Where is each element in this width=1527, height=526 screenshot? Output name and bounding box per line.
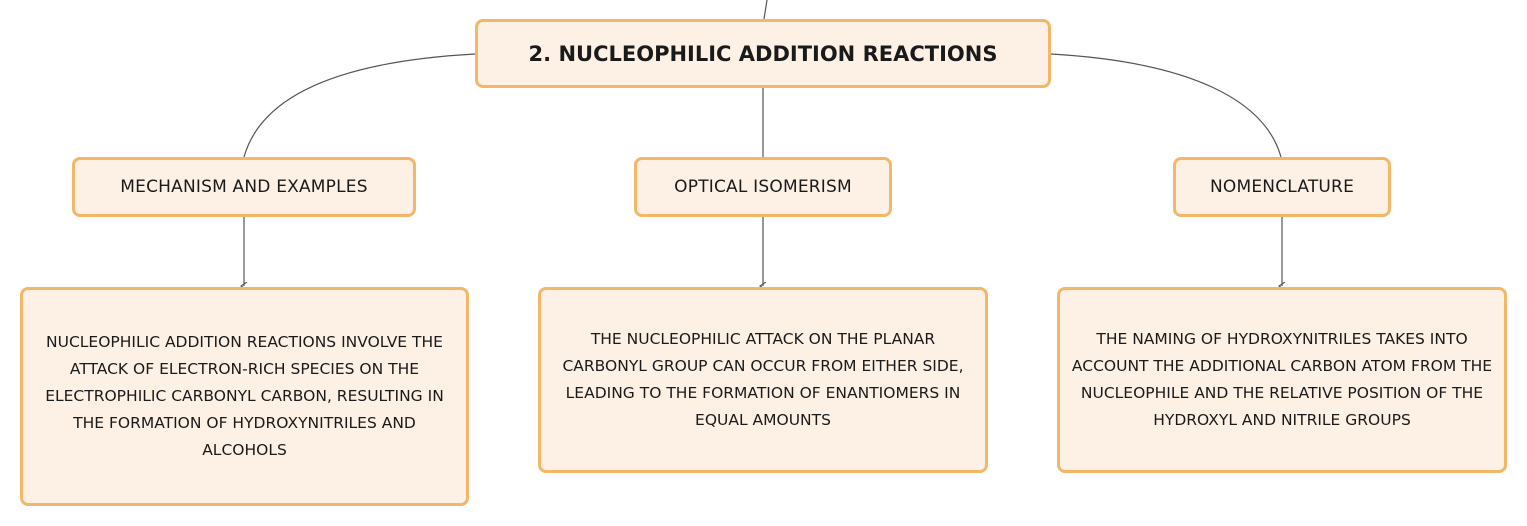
connector-title-to-mechanism bbox=[243, 53, 476, 158]
title-label: 2. NUCLEOPHILIC ADDITION REACTIONS bbox=[528, 41, 998, 66]
connector-title-to-nomenclature bbox=[1050, 53, 1282, 158]
topic-label-nomenclature: NOMENCLATURE bbox=[1209, 177, 1355, 197]
detail-node-nomenclature[interactable]: THE NAMING OF HYDROXYNITRILES TAKES INTO… bbox=[1057, 287, 1507, 473]
detail-text-nomenclature: THE NAMING OF HYDROXYNITRILES TAKES INTO… bbox=[1071, 330, 1493, 429]
detail-node-optical-isomerism[interactable]: THE NUCLEOPHILIC ATTACK ON THE PLANAR CA… bbox=[538, 287, 988, 473]
detail-text-optical-isomerism: THE NUCLEOPHILIC ATTACK ON THE PLANAR CA… bbox=[562, 330, 964, 429]
topic-label-optical-isomerism: OPTICAL ISOMERISM bbox=[674, 177, 852, 197]
topic-node-mechanism[interactable]: MECHANISM AND EXAMPLES bbox=[72, 157, 416, 217]
detail-text-mechanism: NUCLEOPHILIC ADDITION REACTIONS INVOLVE … bbox=[45, 333, 444, 459]
topic-node-nomenclature[interactable]: NOMENCLATURE bbox=[1173, 157, 1391, 217]
topic-node-optical-isomerism[interactable]: OPTICAL ISOMERISM bbox=[634, 157, 892, 217]
title-node[interactable]: 2. NUCLEOPHILIC ADDITION REACTIONS bbox=[475, 19, 1051, 88]
topic-label-mechanism: MECHANISM AND EXAMPLES bbox=[120, 177, 368, 197]
parent-connector bbox=[763, 0, 768, 20]
detail-node-mechanism[interactable]: NUCLEOPHILIC ADDITION REACTIONS INVOLVE … bbox=[20, 287, 469, 506]
